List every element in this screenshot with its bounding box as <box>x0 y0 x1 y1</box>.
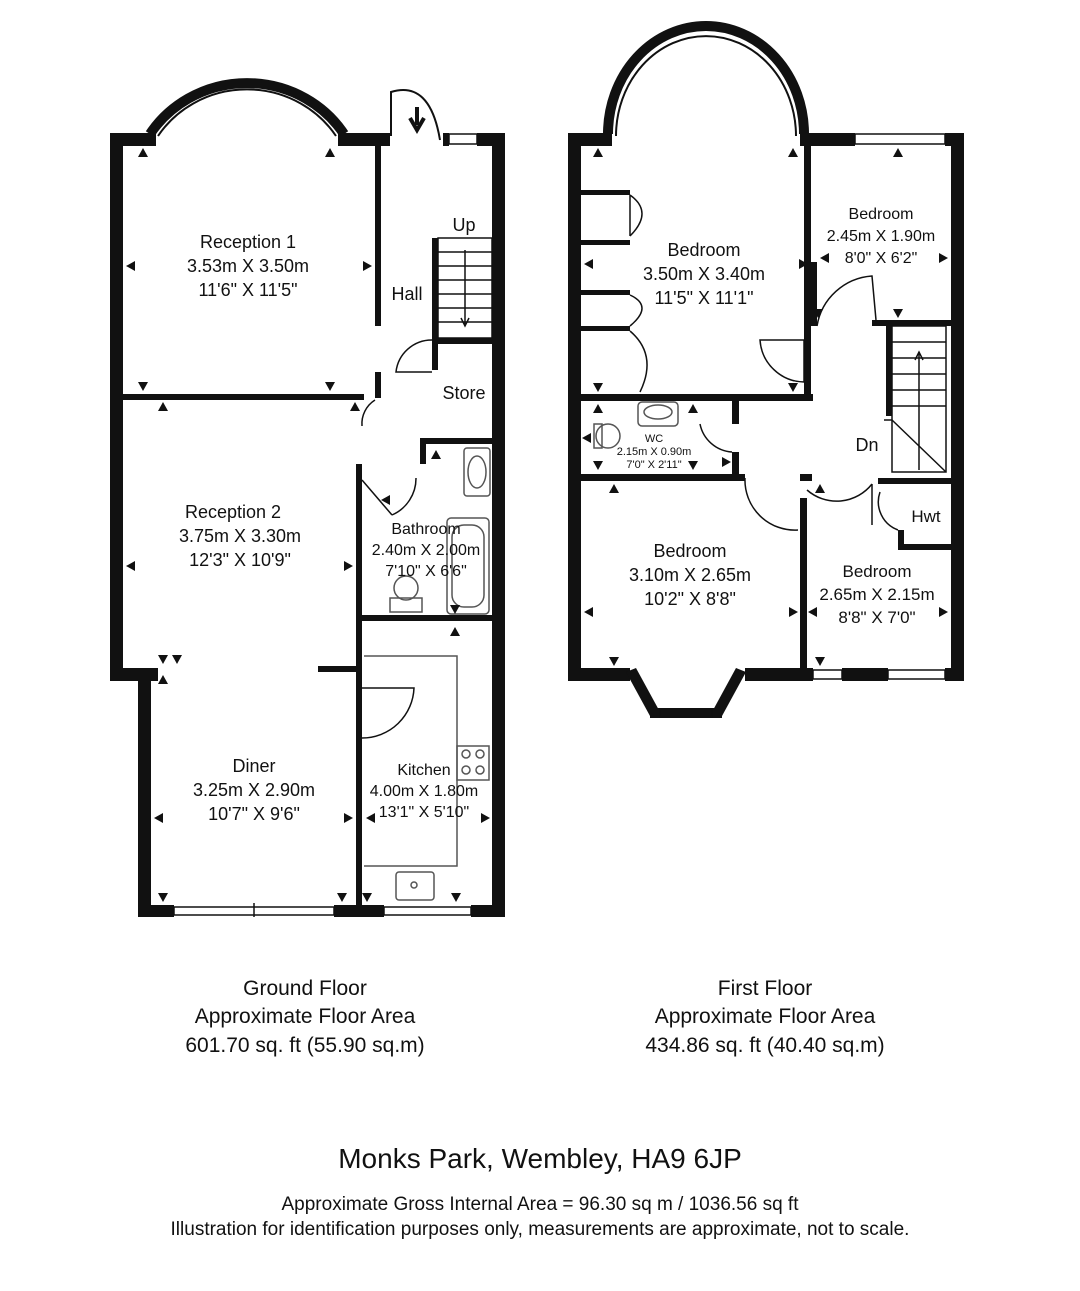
reception1-metric: 3.53m X 3.50m <box>187 256 309 276</box>
wc-fixtures <box>593 401 679 449</box>
bathroom-metric: 2.40m X 2.00m <box>372 542 481 559</box>
store-name: Store <box>442 383 485 403</box>
kitchen-imperial: 13'1" X 5'10" <box>379 804 469 821</box>
bay-window-arc <box>145 78 349 137</box>
wc-metric: 2.15m X 0.90m <box>617 446 692 458</box>
ground-floor-caption: Ground Floor Approximate Floor Area 601.… <box>140 975 470 1060</box>
disclaimer: Illustration for identification purposes… <box>170 1219 910 1241</box>
first-floor-title: First Floor <box>717 977 813 1000</box>
bedroom2-imperial: 8'0" X 6'2" <box>845 250 918 267</box>
ground-floor-plan: Reception 1 3.53m X 3.50m 11'6" X 11'5" … <box>110 78 505 917</box>
bathroom-name: Bathroom <box>391 521 460 538</box>
stairs-up <box>437 237 493 339</box>
diner-metric: 3.25m X 2.90m <box>193 780 315 800</box>
first-floor-plan: Bedroom 3.50m X 3.40m 11'5" X 11'1" Bedr… <box>568 21 964 718</box>
bedroom4-metric: 2.65m X 2.15m <box>819 585 934 604</box>
ground-floor-area-label: Approximate Floor Area <box>194 1005 416 1029</box>
bay-window-arc <box>603 21 809 135</box>
entry-arrow-icon <box>408 107 426 134</box>
bedroom3-name: Bedroom <box>653 541 726 561</box>
kitchen-fixtures <box>364 655 490 901</box>
bedroom4-imperial: 8'8" X 7'0" <box>838 608 915 627</box>
first-dimension-arrows <box>582 148 948 666</box>
bedroom1-metric: 3.50m X 3.40m <box>643 264 765 284</box>
ground-floor-area: 601.70 sq. ft (55.90 sq.m) <box>185 1033 425 1057</box>
reception1-name: Reception 1 <box>200 232 296 252</box>
reception2-metric: 3.75m X 3.30m <box>179 526 301 546</box>
diner-imperial: 10'7" X 9'6" <box>208 804 300 824</box>
bedroom2-metric: 2.45m X 1.90m <box>827 228 936 245</box>
first-walls <box>568 133 964 718</box>
gross-area: Approximate Gross Internal Area = 96.30 … <box>281 1193 799 1215</box>
bedroom1-imperial: 11'5" X 11'1" <box>654 288 753 308</box>
ground-doors <box>361 339 433 739</box>
hwt-name: Hwt <box>911 507 941 526</box>
kitchen-metric: 4.00m X 1.80m <box>370 783 479 800</box>
wc-name: WC <box>645 433 663 445</box>
bedroom3-metric: 3.10m X 2.65m <box>629 565 751 585</box>
first-floor-area-label: Approximate Floor Area <box>654 1005 876 1029</box>
ground-floor-title: Ground Floor <box>243 977 367 1000</box>
first-windows <box>659 133 946 718</box>
bedroom4-name: Bedroom <box>843 562 912 581</box>
bedroom3-imperial: 10'2" X 8'8" <box>644 589 736 609</box>
ground-dimension-arrows <box>126 148 490 902</box>
first-floor-area: 434.86 sq. ft (40.40 sq.m) <box>645 1033 885 1057</box>
wardrobes <box>629 194 648 393</box>
stairs-down-label: Dn <box>855 435 878 455</box>
diner-name: Diner <box>232 756 275 776</box>
first-doors <box>699 275 899 531</box>
stairs-down <box>884 325 947 473</box>
stairs-up-label: Up <box>452 215 475 235</box>
front-porch <box>390 89 441 141</box>
wc-imperial: 7'0" X 2'11" <box>626 459 681 471</box>
bedroom1-name: Bedroom <box>667 240 740 260</box>
kitchen-name: Kitchen <box>397 762 450 779</box>
bathroom-fixtures <box>389 447 491 615</box>
reception2-imperial: 12'3" X 10'9" <box>189 550 291 570</box>
first-floor-caption: First Floor Approximate Floor Area 434.8… <box>600 975 930 1060</box>
footer: Monks Park, Wembley, HA9 6JP Approximate… <box>40 1140 1040 1243</box>
bathroom-imperial: 7'10" X 6'6" <box>385 563 467 580</box>
hall-name: Hall <box>391 284 422 304</box>
ground-walls <box>110 133 505 917</box>
ground-windows <box>173 133 478 917</box>
bedroom2-name: Bedroom <box>849 206 914 223</box>
reception1-imperial: 11'6" X 11'5" <box>198 280 297 300</box>
property-address: Monks Park, Wembley, HA9 6JP <box>338 1143 742 1174</box>
reception2-name: Reception 2 <box>185 502 281 522</box>
